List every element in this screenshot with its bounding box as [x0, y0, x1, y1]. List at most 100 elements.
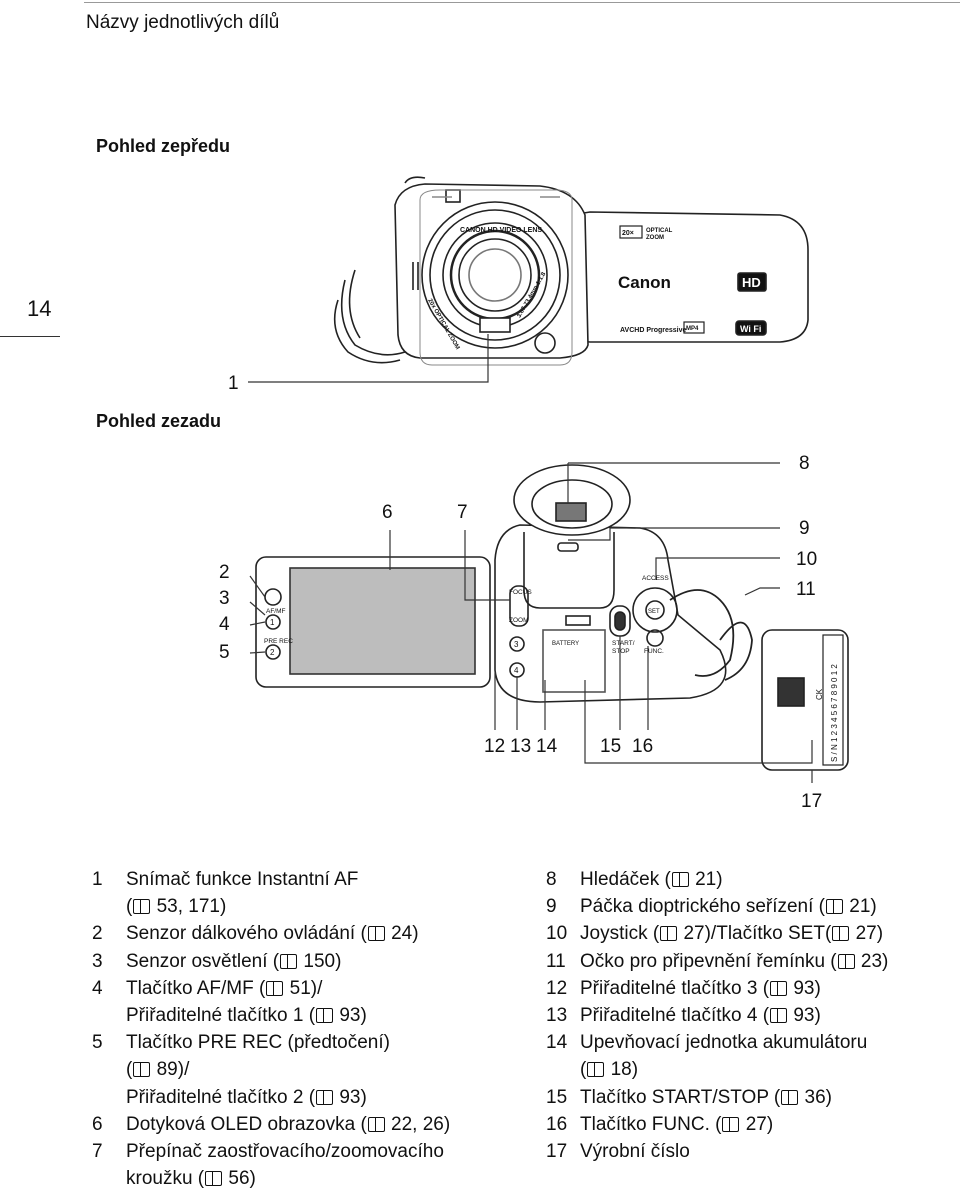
label-focus: FOCUS: [509, 589, 532, 596]
legend-item-text: Přiřaditelné tlačítko 3 (: [580, 977, 770, 999]
zoom-badge-label-2: ZOOM: [646, 235, 664, 241]
legend-item-text: Tlačítko AF/MF (: [126, 977, 266, 999]
front-view-illustration: 20× OPTICAL ZOOM Canon HD AVCHD Progress…: [248, 176, 809, 383]
legend-item-number: 8: [546, 869, 557, 890]
legend-item-text: Tlačítko PRE REC (předtočení): [126, 1032, 390, 1054]
legend-item-number: 16: [546, 1113, 568, 1135]
book-reference-icon: [722, 1116, 740, 1132]
legend-item-text: Přiřaditelné tlačítko 4 (: [580, 1005, 770, 1027]
legend-item-number: 11: [546, 950, 566, 972]
book-reference-icon: [660, 926, 678, 942]
legend-item-text: 21): [695, 869, 723, 890]
label-start-stop-2: STOP: [612, 648, 630, 655]
book-reference-icon: [133, 899, 151, 915]
page-header-title: Názvy jednotlivých dílů: [86, 12, 280, 33]
mp4-logo: MP4: [686, 326, 699, 332]
legend-item-text: 27): [855, 923, 884, 945]
legend-item-text: 21): [849, 896, 877, 918]
legend-item-number: 5: [92, 1032, 103, 1054]
legend-item-text: 18): [610, 1059, 639, 1081]
callout-2: 2: [219, 562, 230, 583]
book-reference-icon: [826, 899, 844, 915]
legend-item-line: 5 Tlačítko PRE REC (předtočení): [92, 1029, 512, 1056]
legend-item-line: Přiřaditelné tlačítko 1 ( 93): [92, 1002, 512, 1029]
legend-item-text: Snímač funkce Instantní AF: [126, 869, 359, 890]
legend-item-text: Páčka dioptrického seřízení (: [580, 896, 826, 918]
label-btn1: 1: [270, 618, 275, 627]
label-btn2: 2: [270, 648, 275, 657]
legend-item-text: 27)/Tlačítko SET(: [683, 923, 832, 945]
label-zoom: ZOOM: [509, 617, 529, 624]
callout-7: 7: [457, 502, 468, 523]
callout-4: 4: [219, 614, 230, 635]
legend-item-number: 15: [546, 1086, 568, 1108]
legend-item-text: Přiřaditelné tlačítko 2 (: [126, 1086, 316, 1108]
callout-15: 15: [600, 736, 622, 757]
callout-10: 10: [796, 549, 818, 570]
legend-item-text: 93): [793, 1005, 821, 1027]
callout-16: 16: [632, 736, 654, 757]
legend-item-text: Přiřaditelné tlačítko 1 (: [126, 1005, 316, 1027]
legend-item-text: Hledáček (: [580, 869, 671, 890]
book-reference-icon: [316, 1089, 334, 1105]
lens-ring-text: CANON HD VIDEO LENS: [460, 227, 542, 234]
legend-item-text: 51)/: [289, 977, 323, 999]
legend-item-number: 2: [92, 923, 103, 945]
book-reference-icon: [781, 1089, 799, 1105]
book-reference-icon: [266, 980, 284, 996]
callout-9: 9: [799, 518, 810, 539]
legend-item-text: Joystick (: [580, 923, 660, 945]
legend-item-text: (: [126, 1059, 133, 1081]
legend-item-number: 14: [546, 1032, 568, 1054]
callout-14: 14: [536, 736, 558, 757]
wifi-logo: Wi Fi: [740, 324, 761, 334]
avchd-logo: AVCHD Progressive: [620, 327, 687, 334]
legend-item-text: (: [126, 896, 133, 918]
label-btn4: 4: [514, 666, 519, 675]
callout-6: 6: [382, 502, 393, 523]
legend-item-text: 93): [793, 977, 821, 999]
label-serial-number: S / N 1 2 3 4 5 6 7 8 9 0 1 2: [830, 664, 839, 762]
hd-logo: HD: [742, 275, 761, 290]
label-start-stop-1: START/: [612, 640, 635, 647]
book-reference-icon: [205, 1171, 223, 1187]
legend-item-text: Tlačítko FUNC. (: [580, 1113, 722, 1135]
legend-item-text: 56): [228, 1168, 256, 1190]
legend-item-line: 16 Tlačítko FUNC. ( 27): [546, 1111, 946, 1138]
book-reference-icon: [133, 1062, 151, 1078]
legend-item-line: 7 Přepínač zaostřovacího/zoomovacího: [92, 1138, 512, 1165]
legend-item-text: Senzor dálkového ovládání (: [126, 923, 367, 945]
legend-item-text: 36): [804, 1086, 833, 1108]
legend-item-text: 23): [860, 950, 889, 972]
legend-item-number: 3: [92, 950, 103, 972]
label-ck: CK: [815, 688, 824, 700]
callout-11: 11: [796, 579, 816, 600]
rear-view-title: Pohled zezadu: [96, 411, 222, 431]
rear-view-illustration: AF/MF PRE REC 1 2 3 4 FOCUS ZOOM BATTERY…: [249, 462, 849, 783]
legend-item-text: 150): [303, 950, 342, 972]
legend-item-text: Přepínač zaostřovacího/zoomovacího: [126, 1141, 444, 1163]
legend-item-text: Očko pro připevnění řemínku (: [580, 950, 837, 972]
legend-item-number: 7: [92, 1141, 103, 1163]
label-battery: BATTERY: [552, 641, 579, 647]
callout-13: 13: [510, 736, 532, 757]
callout-1-front: 1: [228, 373, 239, 394]
legend-item-text: 27): [745, 1113, 774, 1135]
callout-17: 17: [801, 791, 823, 812]
legend-item-text: 22, 26): [391, 1113, 451, 1135]
callout-8: 8: [799, 453, 810, 474]
book-reference-icon: [367, 1116, 385, 1132]
book-reference-icon: [280, 953, 298, 969]
front-view-title: Pohled zepředu: [96, 136, 231, 156]
